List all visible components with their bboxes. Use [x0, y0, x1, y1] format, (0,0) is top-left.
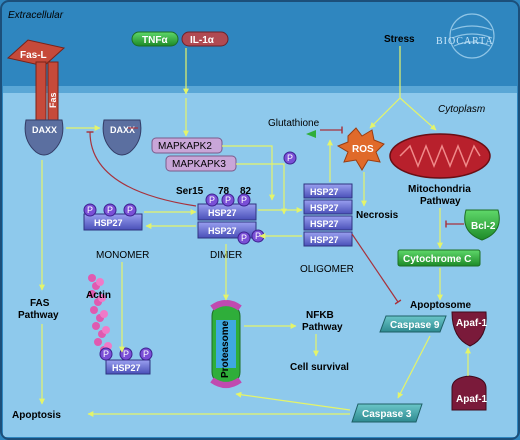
cell-survival-label: Cell survival [290, 362, 349, 373]
ros-node[interactable]: ROS [336, 127, 385, 171]
apoptosis-label: Apoptosis [12, 410, 61, 421]
svg-text:P: P [127, 205, 133, 215]
nfkb-label: NFKB [306, 310, 334, 321]
mito-pathway-label: Pathway [420, 196, 461, 207]
svg-text:HSP27: HSP27 [112, 363, 141, 373]
cytc-label: Cytochrome C [403, 254, 471, 265]
svg-text:HSP27: HSP27 [310, 203, 339, 213]
apoptosome-label: Apoptosome [410, 300, 472, 311]
hsp27-oligomer[interactable]: HSP27 HSP27 HSP27 HSP27 [303, 183, 353, 247]
daxx-node[interactable]: DAXX [102, 119, 142, 156]
proteasome-label: Proteasome [220, 320, 231, 378]
svg-text:P: P [143, 349, 149, 359]
phospho-group-monomer-bottom: P P P [99, 347, 153, 361]
stress-label: Stress [384, 34, 415, 45]
biocarta-logo: BIOCARTA [436, 13, 495, 59]
il1-node[interactable]: IL-1α [181, 31, 229, 47]
oligomer-label: OLIGOMER [300, 264, 354, 275]
casp3-label: Caspase 3 [362, 409, 412, 420]
cytoplasm-label: Cytoplasm [438, 104, 485, 115]
daxx-label: DAXX [110, 125, 135, 135]
necrosis-label: Necrosis [356, 210, 399, 221]
svg-text:HSP27: HSP27 [310, 219, 339, 229]
ser15-label: Ser15 [176, 186, 204, 197]
svg-text:P: P [123, 349, 129, 359]
fas-ligand[interactable]: Fas-L [6, 39, 66, 67]
phospho-group-monomer: P P P [83, 203, 137, 217]
phospho-group-dimer: P P P P P [205, 193, 265, 245]
tnf-node[interactable]: TNFα [131, 31, 179, 47]
hsp27-monomer-left[interactable]: HSP27 [83, 213, 143, 231]
mitochondria-node[interactable]: Mitochondria Pathway [389, 133, 491, 207]
svg-text:HSP27: HSP27 [208, 208, 237, 218]
mapkapk3-node[interactable]: MAPKAPK3 [165, 155, 237, 172]
cytochrome-c-node[interactable]: Cytochrome C [397, 249, 481, 267]
ros-label: ROS [352, 144, 374, 155]
cell-membrane [3, 86, 517, 93]
svg-text:P: P [209, 195, 215, 205]
svg-text:P: P [107, 205, 113, 215]
ser78-label: 78 [218, 186, 230, 197]
glutathione-label: Glutathione [268, 118, 320, 129]
apaf1-top-node[interactable]: Apaf-1 [451, 311, 488, 347]
hsp27-monomer-bottom[interactable]: HSP27 [105, 359, 151, 375]
apaf1-bottom-label: Apaf-1 [456, 394, 488, 405]
svg-text:P: P [241, 233, 247, 243]
nfkb-pathway-label: Pathway [302, 322, 343, 333]
extracellular-label: Extracellular [8, 10, 64, 21]
glutathione-icon [306, 130, 316, 138]
bcl2-node[interactable]: Bcl-2 [464, 209, 500, 241]
apaf1-bottom-node[interactable]: Apaf-1 [451, 375, 488, 411]
inhibitions [86, 126, 464, 305]
mapkapk2-label: MAPKAPK2 [158, 141, 212, 152]
fas-pathway-label: FAS [30, 298, 50, 309]
phospho-mapk [283, 151, 297, 165]
fasl-label: Fas-L [20, 50, 47, 61]
casp9-label: Caspase 9 [390, 320, 440, 331]
monomer-label: MONOMER [96, 250, 149, 261]
caspase3-node[interactable]: Caspase 3 [351, 403, 423, 423]
caspase9-node[interactable]: Caspase 9 [379, 315, 447, 333]
arrows [39, 46, 471, 417]
fas-pathway-label-2: Pathway [18, 310, 59, 321]
ser82-label: 82 [240, 186, 252, 197]
svg-text:P: P [103, 349, 109, 359]
hsp27-label: HSP27 [94, 218, 123, 228]
svg-text:HSP27: HSP27 [310, 187, 339, 197]
svg-text:HSP27: HSP27 [208, 226, 237, 236]
svg-text:P: P [87, 205, 93, 215]
logo-text: BIOCARTA [436, 36, 494, 47]
tnf-label: TNFα [142, 35, 168, 46]
bcl2-label: Bcl-2 [471, 221, 496, 232]
fas-label: Fas [48, 92, 58, 108]
actin-filament[interactable]: Actin [86, 274, 112, 354]
apaf1-top-label: Apaf-1 [456, 318, 488, 329]
il1-label: IL-1α [190, 35, 215, 46]
mapkapk2-node[interactable]: MAPKAPK2 [151, 137, 223, 154]
proteasome[interactable]: Proteasome [210, 300, 242, 388]
svg-text:P: P [255, 231, 261, 241]
mapkapk3-label: MAPKAPK3 [172, 159, 226, 170]
daxx-membrane-node[interactable]: DAXX [24, 119, 64, 156]
svg-text:P: P [225, 195, 231, 205]
daxx-membrane-label: DAXX [32, 125, 57, 135]
svg-text:P: P [287, 153, 293, 163]
mito-label: Mitochondria [408, 184, 471, 195]
actin-label: Actin [86, 290, 111, 301]
svg-text:P: P [241, 195, 247, 205]
svg-text:HSP27: HSP27 [310, 235, 339, 245]
